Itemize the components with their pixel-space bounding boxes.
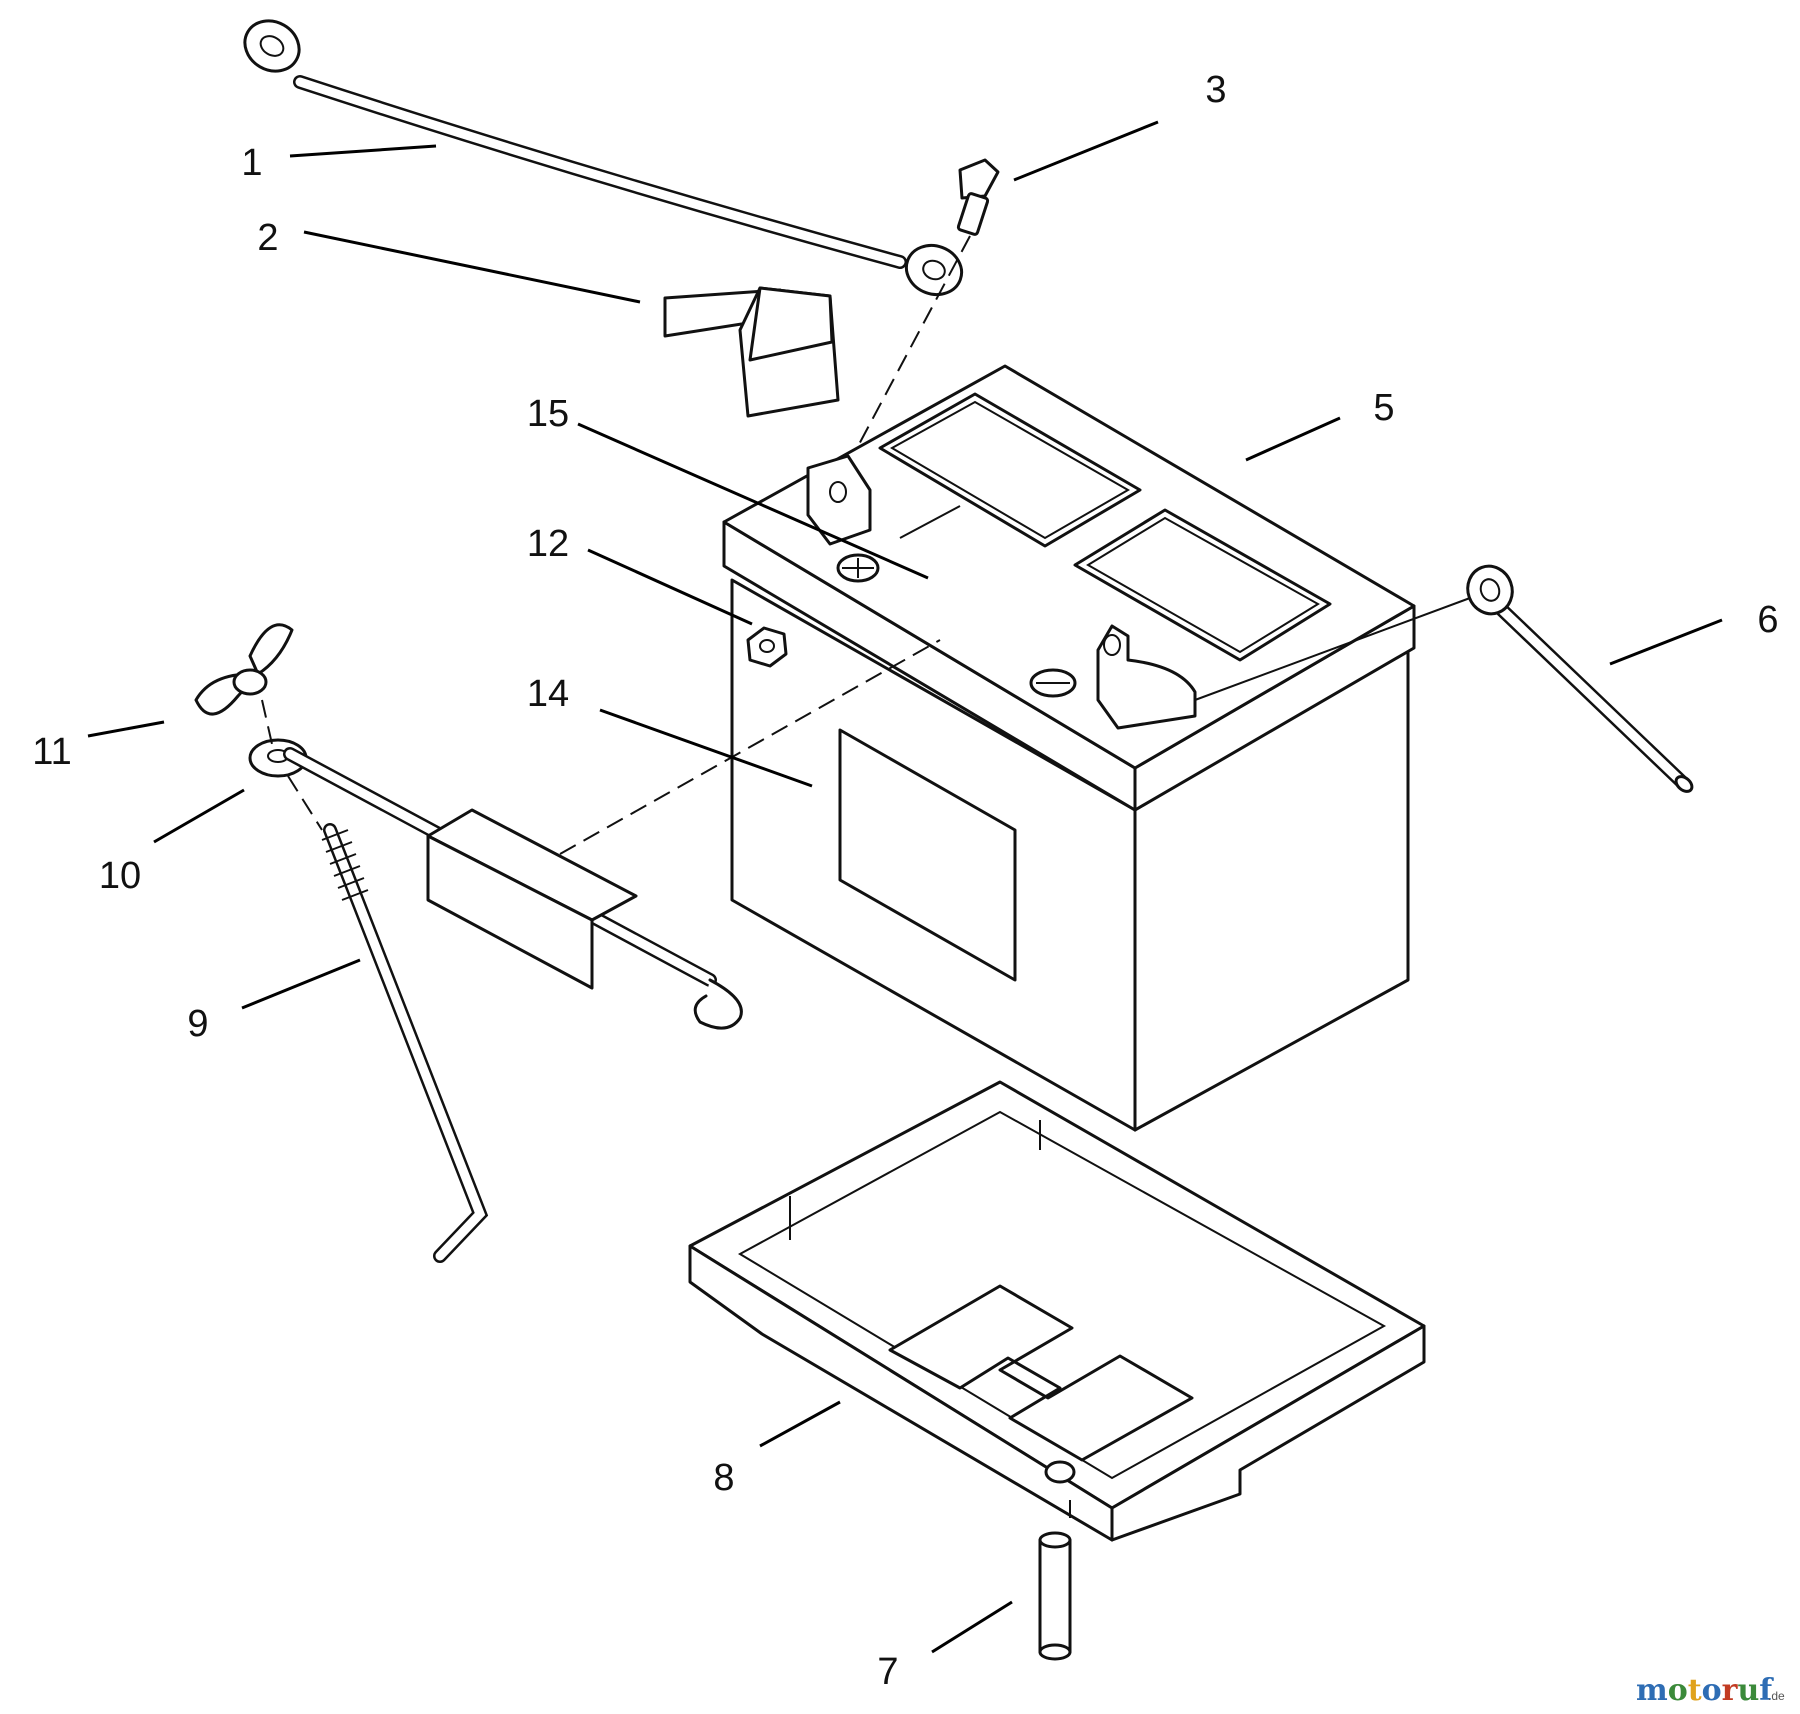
- leader-12: [587, 548, 753, 626]
- leader-9: [241, 958, 361, 1010]
- callout-12: 12: [527, 523, 569, 565]
- leader-7: [931, 1600, 1013, 1654]
- callout-8: 8: [713, 1457, 734, 1499]
- part-7-spacer: [1038, 1500, 1072, 1661]
- part-11-wing-nut: [194, 623, 294, 716]
- part-2-terminal-boot: [663, 286, 840, 418]
- leader-1: [289, 144, 437, 158]
- leader-10: [153, 788, 245, 844]
- watermark-logo: motoruf .de: [1636, 1673, 1785, 1708]
- callout-numbers: 1 2 3 5 6 7 8 9 10 11 12 14 15: [32, 69, 1778, 1693]
- watermark-letter: o: [1702, 1673, 1722, 1708]
- callout-11: 11: [32, 731, 71, 773]
- part-6-battery-cable: [1194, 564, 1694, 793]
- leader-3: [1013, 120, 1159, 182]
- leader-2: [303, 230, 641, 304]
- leader-8: [759, 1400, 841, 1448]
- watermark-letter: r: [1722, 1673, 1739, 1708]
- leader-lines: [87, 120, 1723, 1654]
- watermark-letter: t: [1688, 1673, 1702, 1708]
- callout-15: 15: [527, 393, 569, 435]
- leader-6: [1609, 618, 1723, 666]
- part-1-battery-cable: [243, 19, 964, 297]
- watermark-letter: o: [1668, 1673, 1688, 1708]
- callout-1: 1: [241, 142, 262, 184]
- callout-9: 9: [187, 1003, 208, 1045]
- part-8-battery-tray: [688, 1080, 1426, 1542]
- callout-2: 2: [257, 217, 278, 259]
- leader-15: [577, 422, 929, 580]
- callout-3: 3: [1205, 69, 1226, 111]
- leader-11: [87, 720, 165, 738]
- callout-7: 7: [877, 1651, 898, 1693]
- callout-5: 5: [1373, 387, 1394, 429]
- watermark-letter: f: [1759, 1673, 1774, 1708]
- part-5-battery: [722, 364, 1416, 1480]
- callout-14: 14: [527, 673, 569, 715]
- hold-down-bracket: [283, 639, 941, 1030]
- watermark-letter: m: [1636, 1673, 1668, 1708]
- leader-14: [599, 708, 813, 788]
- leader-5: [1245, 416, 1341, 462]
- part-3-bolt: [839, 158, 1000, 481]
- watermark-suffix: .de: [1768, 1689, 1785, 1703]
- watermark-letter: u: [1737, 1673, 1759, 1708]
- part-9-j-bolt: [261, 699, 489, 1263]
- callout-6: 6: [1757, 599, 1778, 641]
- callout-10: 10: [99, 855, 141, 897]
- svg-text:motoruf: motoruf: [1636, 1673, 1774, 1708]
- part-12-nut: [746, 626, 788, 668]
